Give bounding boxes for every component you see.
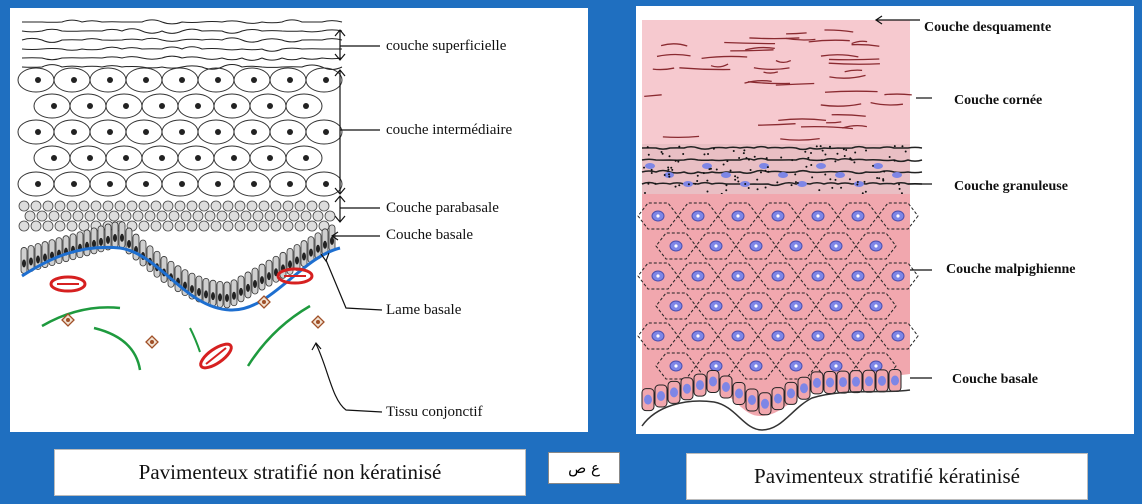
label-couche-basale-right: Couche basale bbox=[952, 372, 1038, 388]
caption-keratinized: Pavimenteux stratifié kératinisé bbox=[686, 453, 1088, 500]
label-couche-basale-left: Couche basale bbox=[386, 227, 473, 243]
keratinized-illustration bbox=[636, 6, 1134, 434]
label-lame-basale: Lame basale bbox=[386, 302, 461, 318]
basal-layer-drawing bbox=[21, 222, 335, 308]
label-couche-malpighienne: Couche malpighienne bbox=[946, 262, 1076, 278]
granular-layer-fill bbox=[642, 144, 910, 196]
center-tag: ع ص bbox=[548, 452, 620, 484]
intermediate-layer-drawing bbox=[18, 68, 342, 196]
label-couche-intermediaire: couche intermédiaire bbox=[386, 122, 512, 138]
label-couche-granuleuse: Couche granuleuse bbox=[954, 179, 1068, 195]
label-couche-desquamente: Couche desquamente bbox=[924, 20, 1051, 36]
label-couche-superficielle: couche superficielle bbox=[386, 38, 506, 54]
caption-non-keratinized: Pavimenteux stratifié non kératinisé bbox=[54, 449, 526, 496]
label-tissu-conjonctif: Tissu conjonctif bbox=[386, 404, 483, 420]
keratinized-diagram: Couche desquamente Couche cornée Couche … bbox=[636, 6, 1134, 434]
superficial-layer-drawing bbox=[22, 20, 342, 70]
parabasal-layer-drawing bbox=[19, 201, 335, 231]
non-keratinized-illustration bbox=[10, 8, 588, 432]
label-couche-cornee: Couche cornée bbox=[954, 93, 1042, 109]
non-keratinized-diagram: couche superficielle couche intermédiair… bbox=[10, 8, 588, 432]
label-couche-parabasale: Couche parabasale bbox=[386, 200, 499, 216]
